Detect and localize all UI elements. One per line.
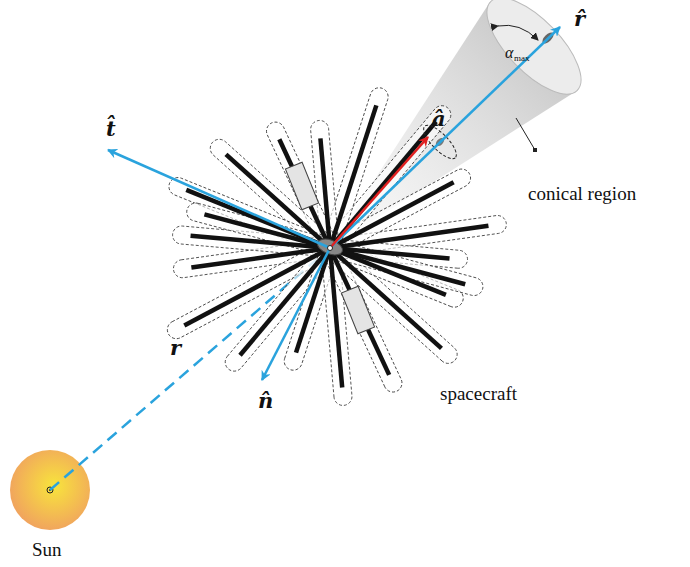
normal-vector	[262, 248, 330, 380]
tethers	[164, 85, 507, 406]
solar-panel	[285, 162, 318, 210]
origin	[328, 246, 333, 251]
tether	[184, 182, 453, 325]
position-vector	[50, 253, 324, 490]
sun-label: Sun	[32, 540, 62, 559]
unit-vector-label: n̂	[258, 390, 273, 411]
tether	[191, 226, 488, 268]
angle-symbol: α	[505, 45, 513, 61]
unit-vector-label: t̂	[106, 118, 116, 139]
unit-vector-label: â	[432, 108, 446, 129]
leader-line	[516, 118, 535, 150]
region-label: conical region	[528, 184, 636, 203]
unit-vector-label: r̂	[574, 8, 585, 29]
thrust-vector	[330, 137, 428, 248]
tether	[226, 154, 442, 348]
tether	[279, 139, 389, 375]
angle-arc	[498, 25, 538, 40]
tether	[191, 236, 450, 259]
leader-end	[533, 148, 537, 152]
tether	[204, 214, 465, 284]
transverse-vector	[108, 150, 330, 248]
radial-vector	[330, 27, 560, 248]
spacecraft-label: spacecraft	[440, 384, 517, 403]
vector-label: r	[170, 337, 181, 358]
angle-subscript: max	[514, 54, 530, 63]
solar-panel	[341, 286, 374, 334]
